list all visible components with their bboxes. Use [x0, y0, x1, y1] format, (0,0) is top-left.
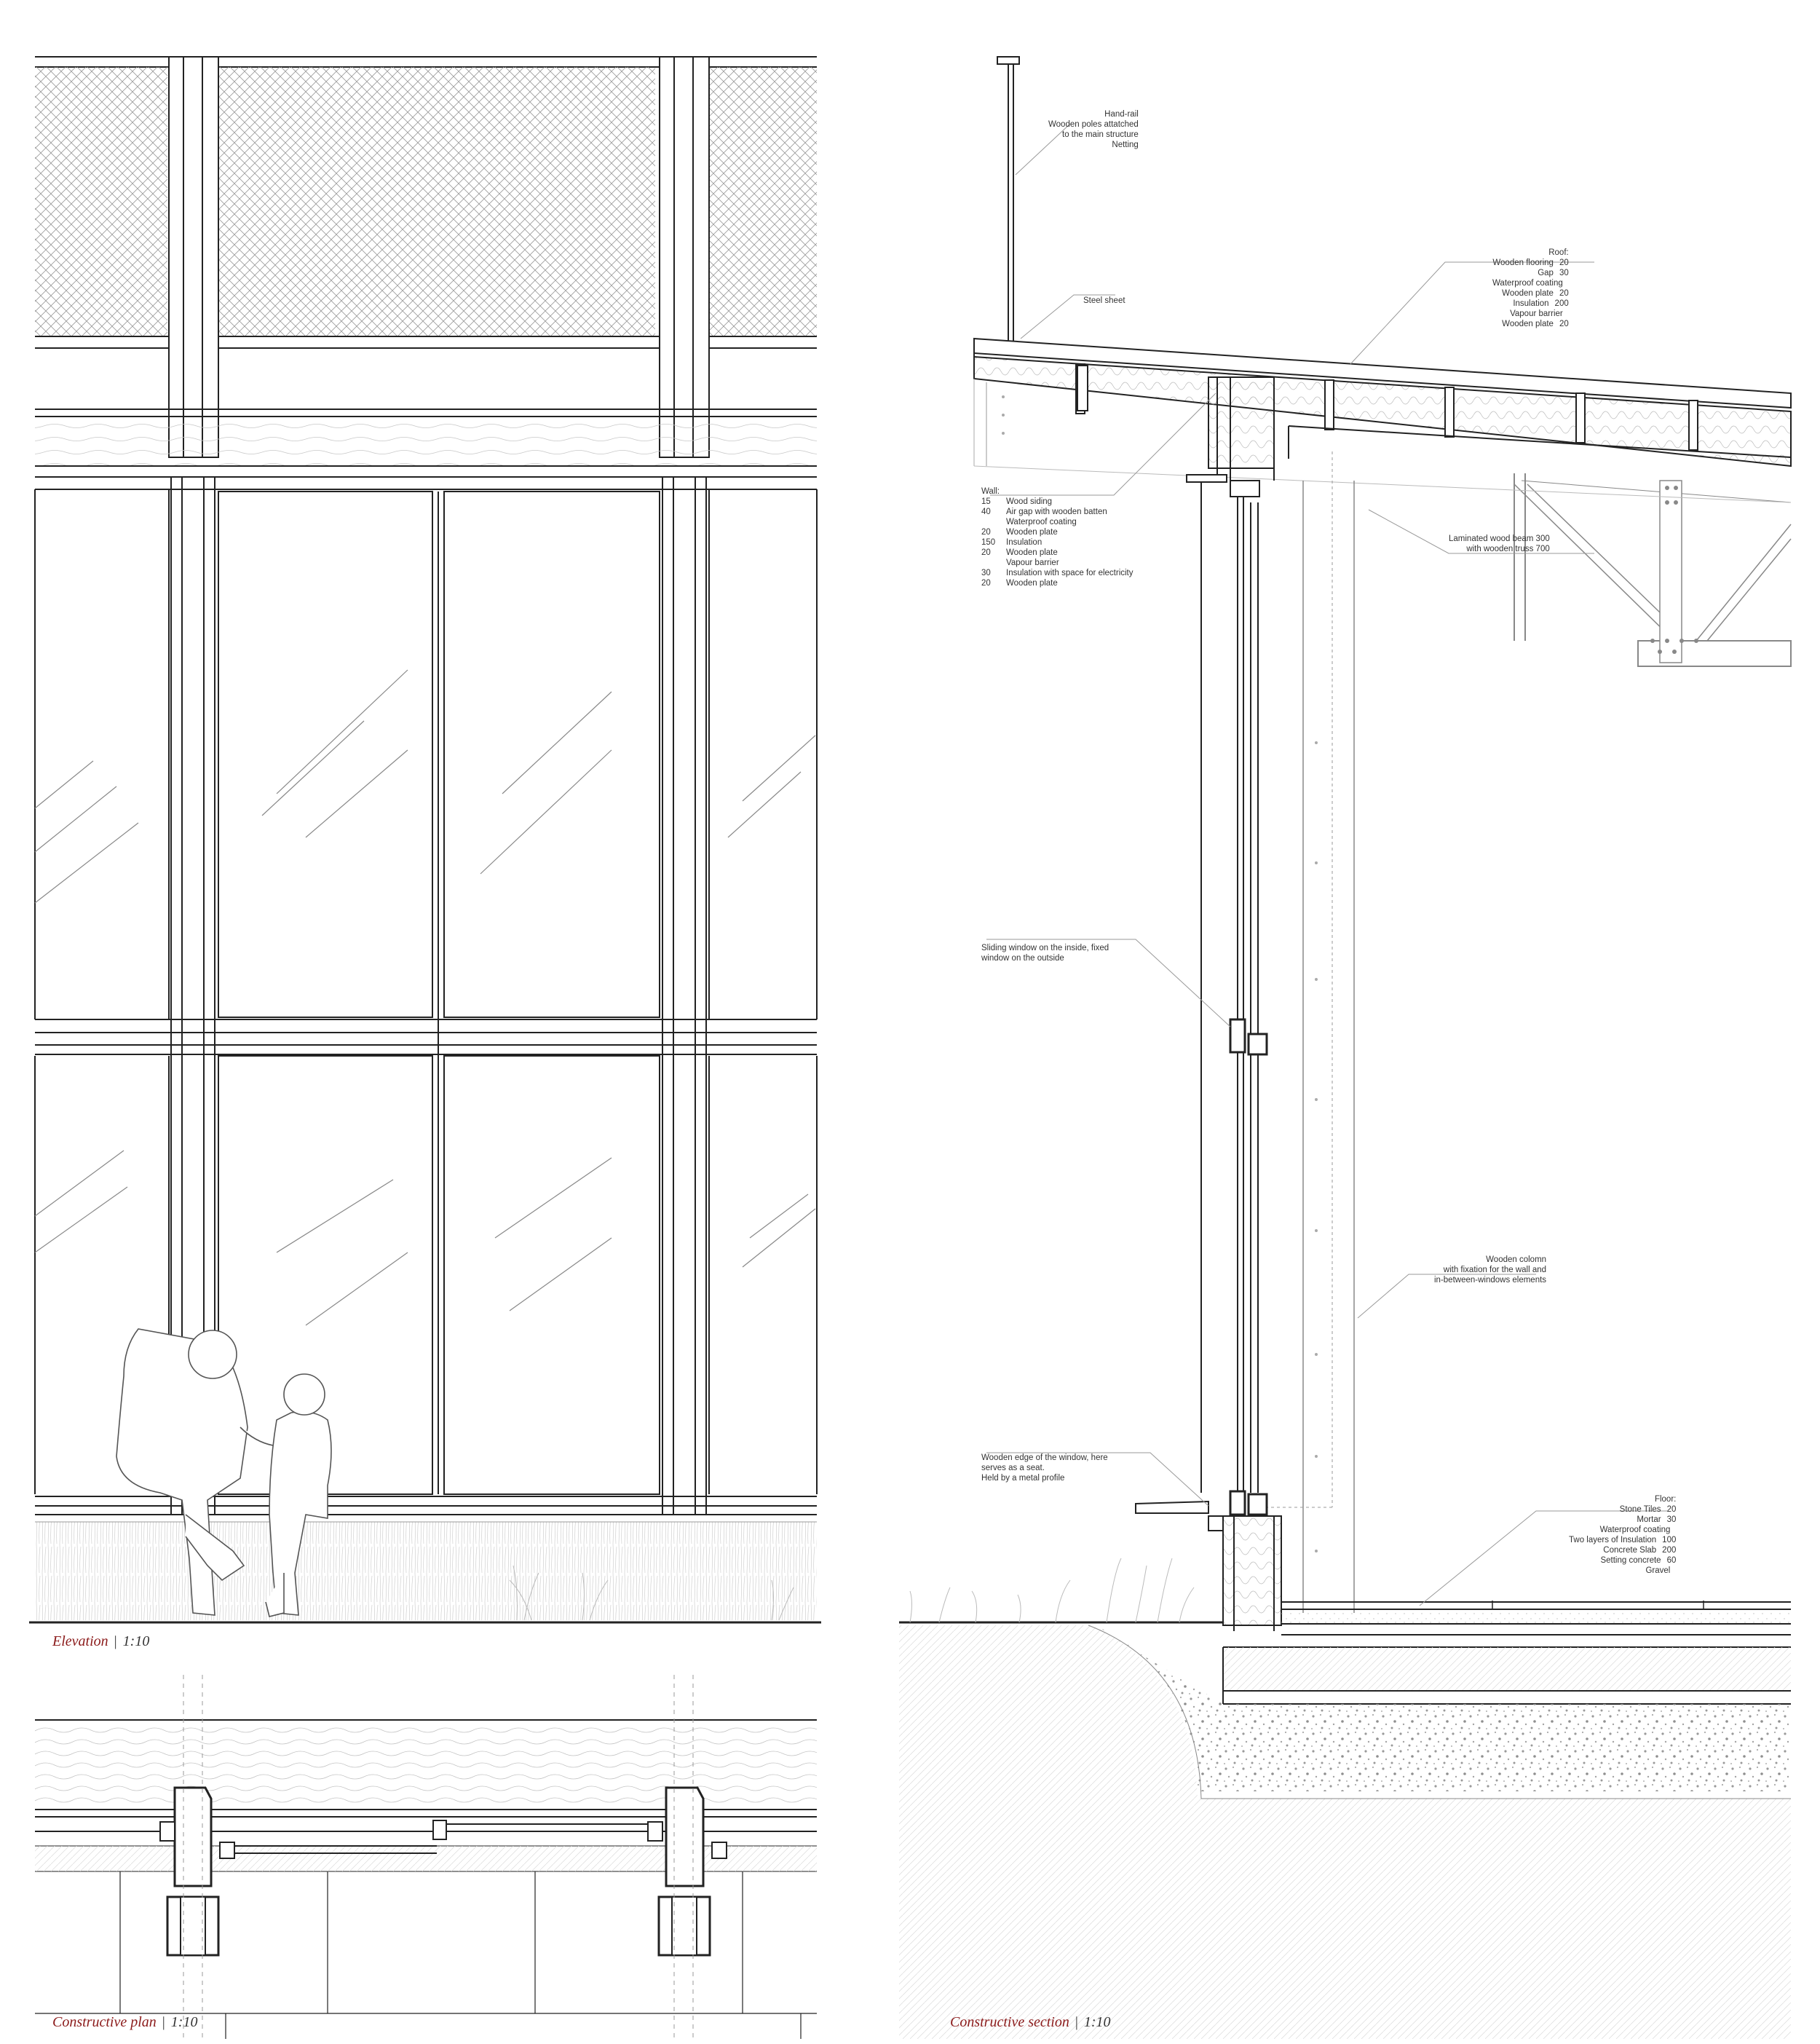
caption-separator: | — [1075, 2014, 1078, 2030]
floor-item: Gravel — [1645, 1566, 1671, 1575]
caption-elevation: Elevation | 1:10 — [52, 1633, 149, 1650]
annotation-steel-sheet: Steel sheet — [1083, 296, 1125, 306]
annotation-line: Sliding window on the inside, fixed — [981, 944, 1109, 952]
caption-scale: 1:10 — [122, 1633, 150, 1649]
annotation-sliding-window: Sliding window on the inside, fixed wind… — [981, 943, 1109, 963]
caption-title: Constructive section — [950, 2014, 1069, 2030]
caption-scale: 1:10 — [1083, 2014, 1111, 2030]
annotation-line: Hand-rail — [1104, 110, 1139, 119]
wall-item: Waterproof coating — [1006, 518, 1077, 526]
leader-lines — [986, 123, 1667, 1606]
annotation-line: Steel sheet — [1083, 296, 1125, 305]
glass-reflections — [34, 669, 816, 1326]
caption-scale: 1:10 — [170, 2014, 198, 2030]
annotation-line: Wooden colomn — [1486, 1255, 1547, 1264]
annotation-line: Wooden poles attatched — [1048, 120, 1139, 129]
annotation-line: serves as a seat. — [981, 1464, 1045, 1472]
annotation-line: Wooden edge of the window, here — [981, 1453, 1108, 1462]
annotation-line: to the main structure — [1062, 130, 1139, 139]
caption-title: Constructive plan — [52, 2014, 157, 2030]
grass-tufts — [509, 1565, 794, 1621]
annotation-heading: Roof: — [1548, 248, 1569, 257]
caption-title: Elevation — [52, 1633, 108, 1649]
annotation-line: with wooden truss 700 — [1466, 545, 1550, 553]
wall-item: Vapour barrier — [1006, 559, 1059, 567]
roof-item: Vapour barrier — [1510, 309, 1563, 318]
annotation-handrail: Hand-rail Wooden poles attatched to the … — [1048, 109, 1139, 150]
annotation-line: in-between-windows elements — [1434, 1276, 1547, 1285]
caption-plan: Constructive plan | 1:10 — [52, 2014, 197, 2031]
caption-separator: | — [162, 2014, 165, 2030]
annotation-column: Wooden colomn with fixation for the wall… — [1434, 1255, 1546, 1285]
section-grass — [909, 1558, 1195, 1623]
plan-drawing — [35, 1675, 817, 2039]
annotation-heading: Wall: — [981, 487, 1000, 496]
annotation-line: with fixation for the wall and — [1443, 1266, 1547, 1274]
people-silhouette — [116, 1328, 332, 1617]
section-drawing — [899, 56, 1792, 2039]
annotation-beam: Laminated wood beam 300 with wooden trus… — [1449, 534, 1550, 554]
caption-section: Constructive section | 1:10 — [950, 2014, 1111, 2031]
annotation-heading: Floor: — [1654, 1495, 1677, 1504]
elevation-drawing — [29, 56, 821, 1624]
annotation-line: window on the outside — [981, 954, 1064, 963]
annotation-line: Held by a metal profile — [981, 1474, 1065, 1483]
caption-separator: | — [114, 1633, 117, 1649]
annotation-window-edge: Wooden edge of the window, here serves a… — [981, 1453, 1108, 1483]
annotation-line: Laminated wood beam 300 — [1449, 534, 1550, 543]
annotation-line: Netting — [1112, 141, 1139, 149]
roof-item: Waterproof coating — [1492, 279, 1563, 288]
floor-item: Waterproof coating — [1599, 1526, 1671, 1534]
